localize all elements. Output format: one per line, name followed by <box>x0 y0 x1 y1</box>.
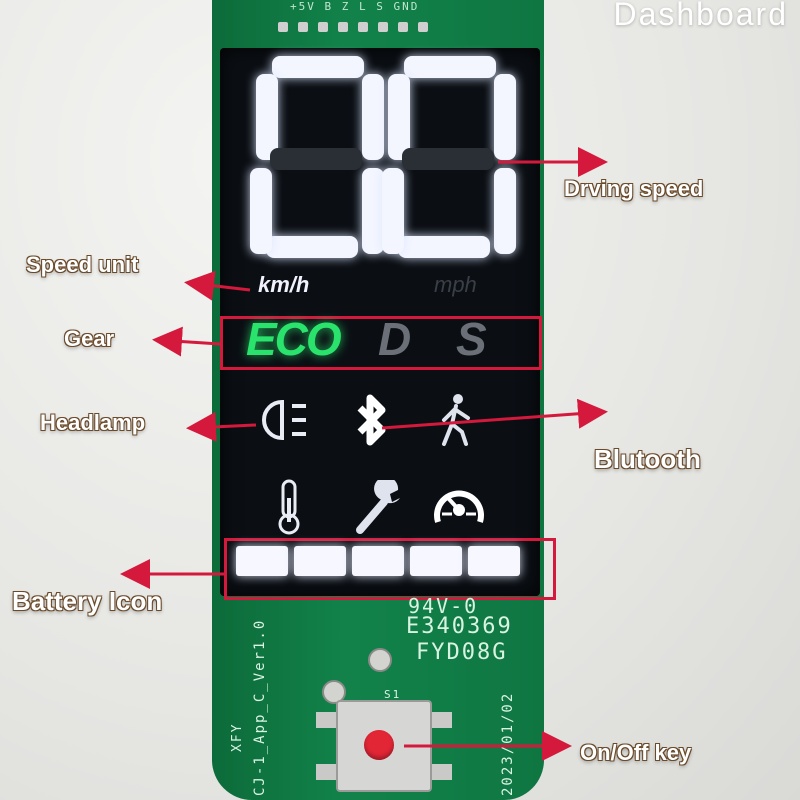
wrench-icon <box>354 480 406 534</box>
header-pins <box>278 22 478 36</box>
segment-e <box>250 168 272 254</box>
arrow-headlamp <box>186 411 257 442</box>
headlamp-icon <box>262 398 322 442</box>
pin <box>338 22 348 32</box>
gear-s: S <box>456 313 487 365</box>
segment-d <box>266 236 358 258</box>
segment-c <box>362 168 384 254</box>
label-headlamp: Headlamp <box>40 410 146 435</box>
pin <box>278 22 288 32</box>
label-speed-unit: Speed unit <box>26 252 139 277</box>
segment-e <box>382 168 404 254</box>
battery-bar <box>468 546 520 576</box>
label-driving-speed: Drving speed <box>564 176 704 201</box>
diagram-title: Dashboard <box>613 0 788 32</box>
segment-c <box>494 168 516 254</box>
unit-mph: mph <box>434 272 477 297</box>
pin <box>298 22 308 32</box>
arrow-bluetooth <box>381 398 608 430</box>
unit-kmh: km/h <box>258 272 310 297</box>
solder-pad <box>316 764 336 780</box>
pcb-marking-s1: S1 <box>384 688 402 701</box>
label-bluetooth: Blutooth <box>594 444 701 474</box>
solder-pad <box>316 712 336 728</box>
segment-b <box>362 74 384 160</box>
gear-highlight-box <box>220 316 542 370</box>
gear-eco: ECO <box>246 313 342 365</box>
speed-digit-1 <box>250 56 384 258</box>
battery-bar-row <box>236 546 520 576</box>
segment-g <box>270 148 362 170</box>
segment-a <box>404 56 496 78</box>
pcb-marking-e340369: E340369 <box>406 614 513 639</box>
speedometer-fault-icon <box>430 480 488 534</box>
gear-d: D <box>378 313 411 365</box>
pcb-marking-fyd08g: FYD08G <box>416 640 508 665</box>
pcb-marking-94v0: 94V-0 <box>408 594 479 618</box>
pin <box>378 22 388 32</box>
segment-g <box>402 148 494 170</box>
segment-a <box>272 56 364 78</box>
solder-pad <box>322 680 346 704</box>
segment-f <box>388 74 410 160</box>
battery-bar <box>352 546 404 576</box>
pin <box>358 22 368 32</box>
speed-digit-2 <box>382 56 516 258</box>
solder-pad <box>432 764 452 780</box>
bluetooth-icon <box>352 392 392 448</box>
thermometer-icon <box>274 478 304 536</box>
solder-pad <box>432 712 452 728</box>
pin <box>318 22 328 32</box>
segment-d <box>398 236 490 258</box>
segment-b <box>494 74 516 160</box>
battery-bar <box>410 546 462 576</box>
label-battery-icon: Battery Icon <box>12 586 163 616</box>
battery-highlight-box <box>224 538 556 600</box>
arrow-gear <box>152 326 221 357</box>
label-gear: Gear <box>64 326 115 351</box>
solder-pad <box>368 648 392 672</box>
label-onoff-key: On/Off key <box>580 740 692 765</box>
header-pin-labels: +5V B Z L S GND <box>290 0 420 13</box>
pin <box>418 22 428 32</box>
on-off-key[interactable] <box>364 730 394 760</box>
battery-bar <box>236 546 288 576</box>
battery-bar <box>294 546 346 576</box>
arrow-speed-unit <box>184 270 251 301</box>
pin <box>398 22 408 32</box>
segment-f <box>256 74 278 160</box>
